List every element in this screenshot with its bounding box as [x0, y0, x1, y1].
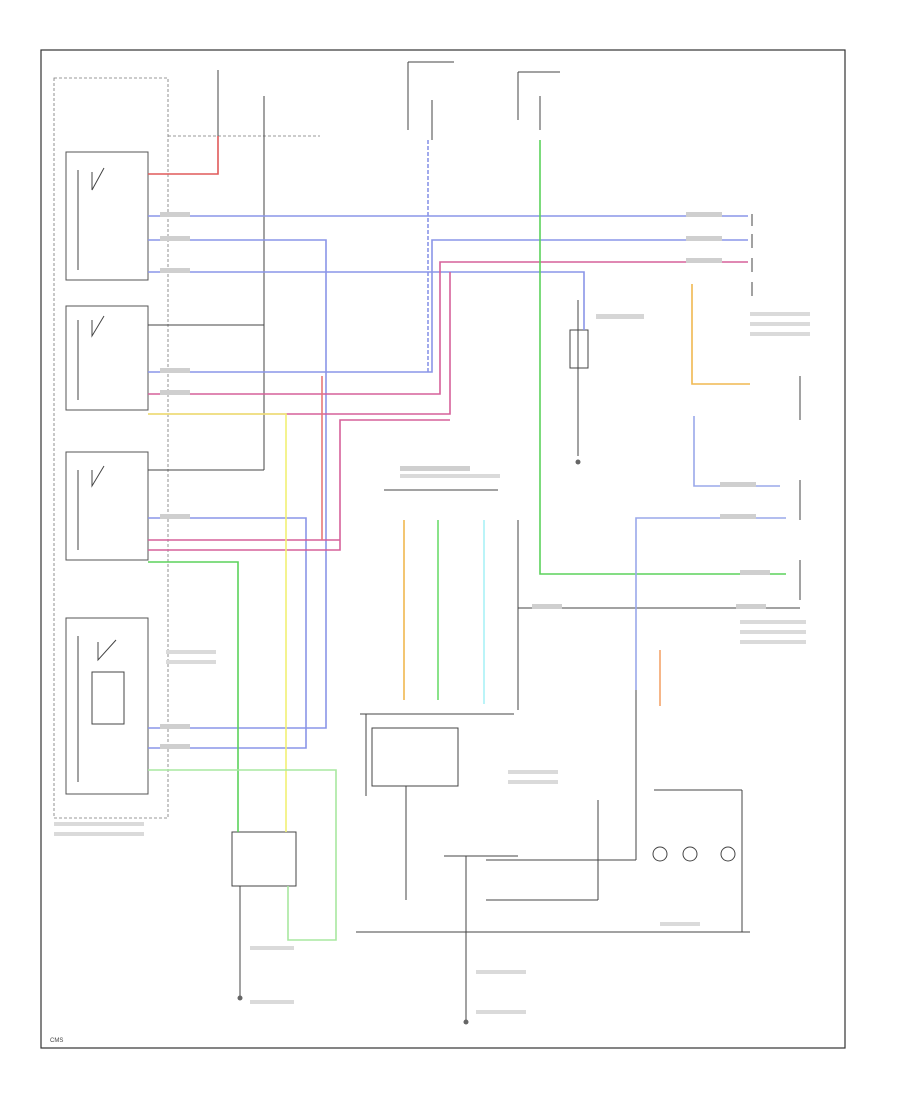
- wire-tag: [400, 466, 470, 471]
- relay-group-left: [65, 151, 149, 795]
- pink-wire-2: [148, 272, 451, 415]
- wire-tag: [160, 744, 190, 749]
- wire-tag: [736, 604, 766, 609]
- relay-contact-4: [97, 639, 117, 662]
- blue-wire-6: [148, 517, 307, 749]
- wire-tag: [160, 390, 190, 395]
- pink-wires: [148, 261, 748, 551]
- compressor-clutch: [569, 329, 589, 369]
- lamp-2: [682, 846, 698, 862]
- wire-tag: [508, 770, 558, 774]
- wire-tag: [740, 630, 806, 634]
- blue-wire-2: [148, 239, 327, 729]
- wire-tag: [54, 822, 144, 826]
- resistor-box: [231, 831, 297, 887]
- wire-tag: [740, 620, 806, 624]
- relay-box-4: [65, 617, 149, 795]
- wire-tag: [660, 922, 700, 926]
- wire-tag: [686, 258, 722, 263]
- wire-tag: [750, 322, 810, 326]
- red-wires: [148, 136, 323, 540]
- wire-tag: [532, 604, 562, 609]
- wire-tag: [740, 570, 770, 575]
- pink-wire-4: [148, 419, 450, 551]
- black-wires: [148, 61, 801, 1020]
- relay-box-2: [65, 305, 149, 411]
- wire-tag: [160, 514, 190, 519]
- wire-tag: [160, 236, 190, 241]
- red-wire-1: [148, 136, 219, 175]
- wire-tag: [720, 482, 756, 487]
- wire-tag: [54, 832, 144, 836]
- lightgreen-wire-1: [148, 769, 337, 941]
- wire-tag: [720, 514, 756, 519]
- control-module-region: [53, 77, 169, 819]
- lamp-3: [720, 846, 736, 862]
- pink-wire-1: [148, 261, 748, 395]
- wire-tag: [476, 1010, 526, 1014]
- relay-contact-1: [91, 167, 105, 191]
- green-wire-main: [539, 140, 786, 575]
- diagram-code-label: CMS: [50, 1038, 63, 1044]
- ground-dot: [575, 459, 581, 465]
- relay-box-3: [65, 451, 149, 561]
- wire-tag: [400, 474, 500, 478]
- ground-dot: [237, 995, 243, 1001]
- wire-tag: [740, 640, 806, 644]
- wire-tag: [166, 660, 216, 664]
- ground-symbols: [237, 459, 581, 1025]
- blower-switch-box: [371, 727, 459, 787]
- wire-tag: [160, 268, 190, 273]
- blue-wire-3: [148, 239, 748, 373]
- wire-tag: [476, 970, 526, 974]
- illumination-lamps: [652, 846, 736, 862]
- diagram-frame: [40, 49, 846, 1049]
- wire-label-marks: [54, 212, 810, 1014]
- wire-tag: [250, 1000, 294, 1004]
- wire-tag: [166, 650, 216, 654]
- wire-tag: [160, 724, 190, 729]
- wire-tag: [596, 314, 644, 319]
- blue-wire-4: [148, 271, 585, 330]
- wire-tag: [750, 312, 810, 316]
- lamp-1: [652, 846, 668, 862]
- ground-dot: [463, 1019, 469, 1025]
- wire-tag: [160, 368, 190, 373]
- wire-tag: [686, 236, 722, 241]
- relay-contact-2: [91, 315, 105, 338]
- wire-tag: [160, 212, 190, 217]
- relay-coil-4: [91, 671, 125, 725]
- lightblue-wires: [635, 416, 786, 690]
- ltblue-wire-1: [693, 416, 780, 487]
- green-wires: [148, 140, 786, 941]
- wire-tag: [250, 946, 294, 950]
- green-wire-2: [148, 561, 239, 832]
- wire-tag: [508, 780, 558, 784]
- wire-tag: [750, 332, 810, 336]
- wire-tag: [686, 212, 722, 217]
- orange-wire-2: [691, 284, 750, 385]
- relay-contact-3: [91, 465, 105, 488]
- yellow-wire: [148, 413, 287, 832]
- blue-wires: [148, 140, 748, 749]
